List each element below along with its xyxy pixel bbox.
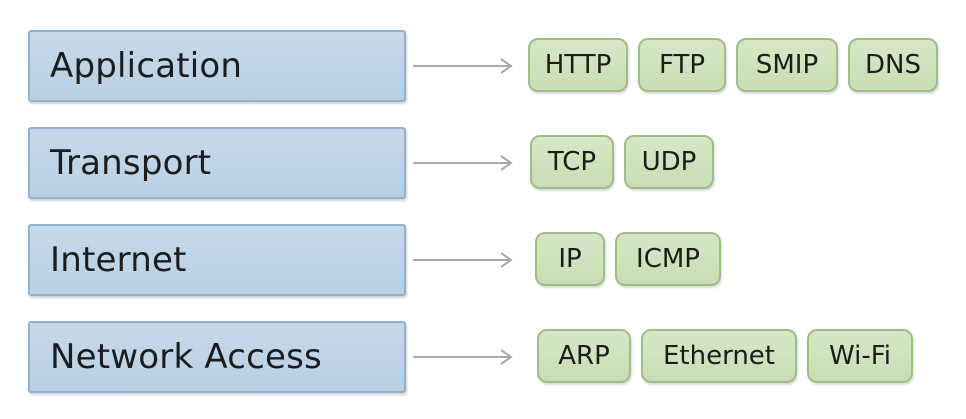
protocol-box-tcp: TCP [530, 135, 614, 189]
protocol-label: ICMP [636, 244, 700, 274]
layer-box-application: Application [28, 30, 406, 102]
layer-box-transport: Transport [28, 127, 406, 199]
protocol-label: UDP [641, 147, 697, 177]
protocol-group: IP ICMP [535, 232, 721, 286]
protocol-box-udp: UDP [624, 135, 714, 189]
protocol-box-ip: IP [535, 232, 605, 286]
protocol-label: TCP [547, 147, 597, 177]
protocol-label: IP [558, 244, 582, 274]
protocol-box-smip: SMIP [736, 38, 838, 92]
layer-row-transport: Transport TCP UDP [0, 127, 966, 201]
protocol-label: SMIP [755, 50, 819, 80]
layer-label: Application [50, 46, 243, 86]
protocol-box-arp: ARP [537, 329, 631, 383]
protocol-box-dns: DNS [848, 38, 938, 92]
arrow-right-icon [413, 349, 513, 365]
protocol-box-ftp: FTP [638, 38, 726, 92]
layer-row-application: Application HTTP FTP SMIP DNS [0, 30, 966, 104]
protocol-label: Ethernet [663, 341, 775, 371]
protocol-box-http: HTTP [528, 38, 628, 92]
layer-row-network-access: Network Access ARP Ethernet Wi-Fi [0, 321, 966, 395]
protocol-box-wifi: Wi-Fi [807, 329, 913, 383]
protocol-label: Wi-Fi [828, 341, 892, 371]
layer-label: Transport [50, 143, 212, 183]
arrow-right-icon [413, 252, 513, 268]
protocol-label: ARP [558, 341, 610, 371]
protocol-group: TCP UDP [530, 135, 714, 189]
protocol-box-icmp: ICMP [615, 232, 721, 286]
protocol-label: HTTP [544, 50, 612, 80]
layer-box-network-access: Network Access [28, 321, 406, 393]
arrow-right-icon [413, 58, 513, 74]
protocol-group: HTTP FTP SMIP DNS [528, 38, 938, 92]
protocol-group: ARP Ethernet Wi-Fi [537, 329, 913, 383]
layer-label: Network Access [50, 337, 322, 377]
layer-row-internet: Internet IP ICMP [0, 224, 966, 298]
protocol-label: DNS [865, 50, 921, 80]
layer-box-internet: Internet [28, 224, 406, 296]
arrow-right-icon [413, 155, 513, 171]
protocol-box-ethernet: Ethernet [641, 329, 797, 383]
layer-label: Internet [50, 240, 187, 280]
protocol-label: FTP [658, 50, 706, 80]
